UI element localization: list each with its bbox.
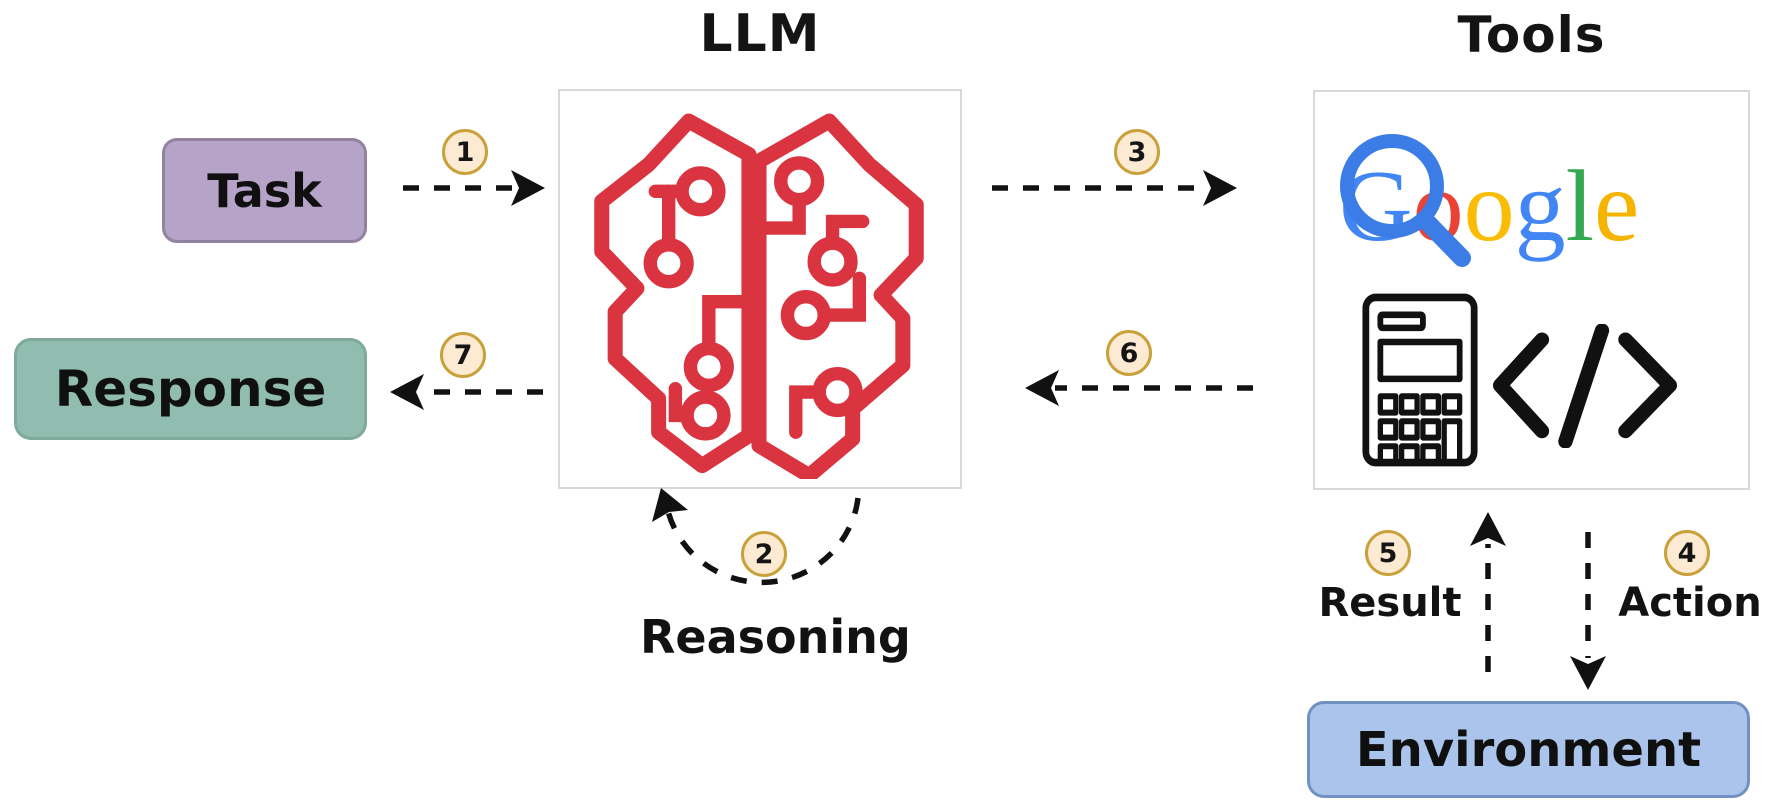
arrowhead-5: [1470, 512, 1506, 546]
step-7-number: 7: [453, 339, 473, 371]
arrowhead-7: [390, 374, 424, 410]
step-badge-2: 2: [741, 531, 787, 577]
code-icon: [1492, 324, 1678, 448]
step-5-number: 5: [1378, 537, 1398, 569]
calculator-icon: [1362, 293, 1478, 467]
arrowhead-2: [652, 488, 688, 522]
response-node: Response: [14, 338, 367, 440]
arrowhead-6: [1025, 370, 1059, 406]
google-wordmark: Google: [1339, 150, 1639, 263]
step-badge-6: 6: [1106, 330, 1152, 376]
arrow-2-reasoning-loop: [663, 497, 861, 586]
magnifier-icon: [1340, 134, 1471, 267]
step-badge-1: 1: [442, 129, 488, 175]
step-badge-5: 5: [1365, 530, 1411, 576]
reasoning-label: Reasoning: [640, 610, 911, 664]
arrowhead-4: [1570, 656, 1606, 690]
step-badge-3: 3: [1114, 129, 1160, 175]
arrowhead-3: [1203, 170, 1237, 206]
task-node: Task: [162, 138, 367, 243]
result-label: Result: [1318, 580, 1462, 626]
step-4-number: 4: [1677, 537, 1697, 569]
step-3-number: 3: [1127, 136, 1147, 168]
step-6-number: 6: [1119, 337, 1139, 369]
response-label: Response: [54, 360, 327, 418]
tools-box: Google: [1313, 90, 1750, 490]
step-badge-7: 7: [440, 332, 486, 378]
environment-node: Environment: [1307, 701, 1750, 798]
llm-title: LLM: [699, 4, 821, 64]
google-search-icon: Google: [1339, 134, 1639, 267]
step-badge-4: 4: [1664, 530, 1710, 576]
step-2-number: 2: [754, 538, 774, 570]
tools-title: Tools: [1457, 6, 1606, 64]
task-label: Task: [207, 163, 322, 218]
environment-label: Environment: [1355, 721, 1702, 778]
step-1-number: 1: [455, 136, 475, 168]
brain-circuit-icon: [594, 113, 924, 479]
llm-box: [558, 89, 962, 489]
action-label: Action: [1618, 580, 1762, 626]
arrowhead-1: [511, 170, 545, 206]
